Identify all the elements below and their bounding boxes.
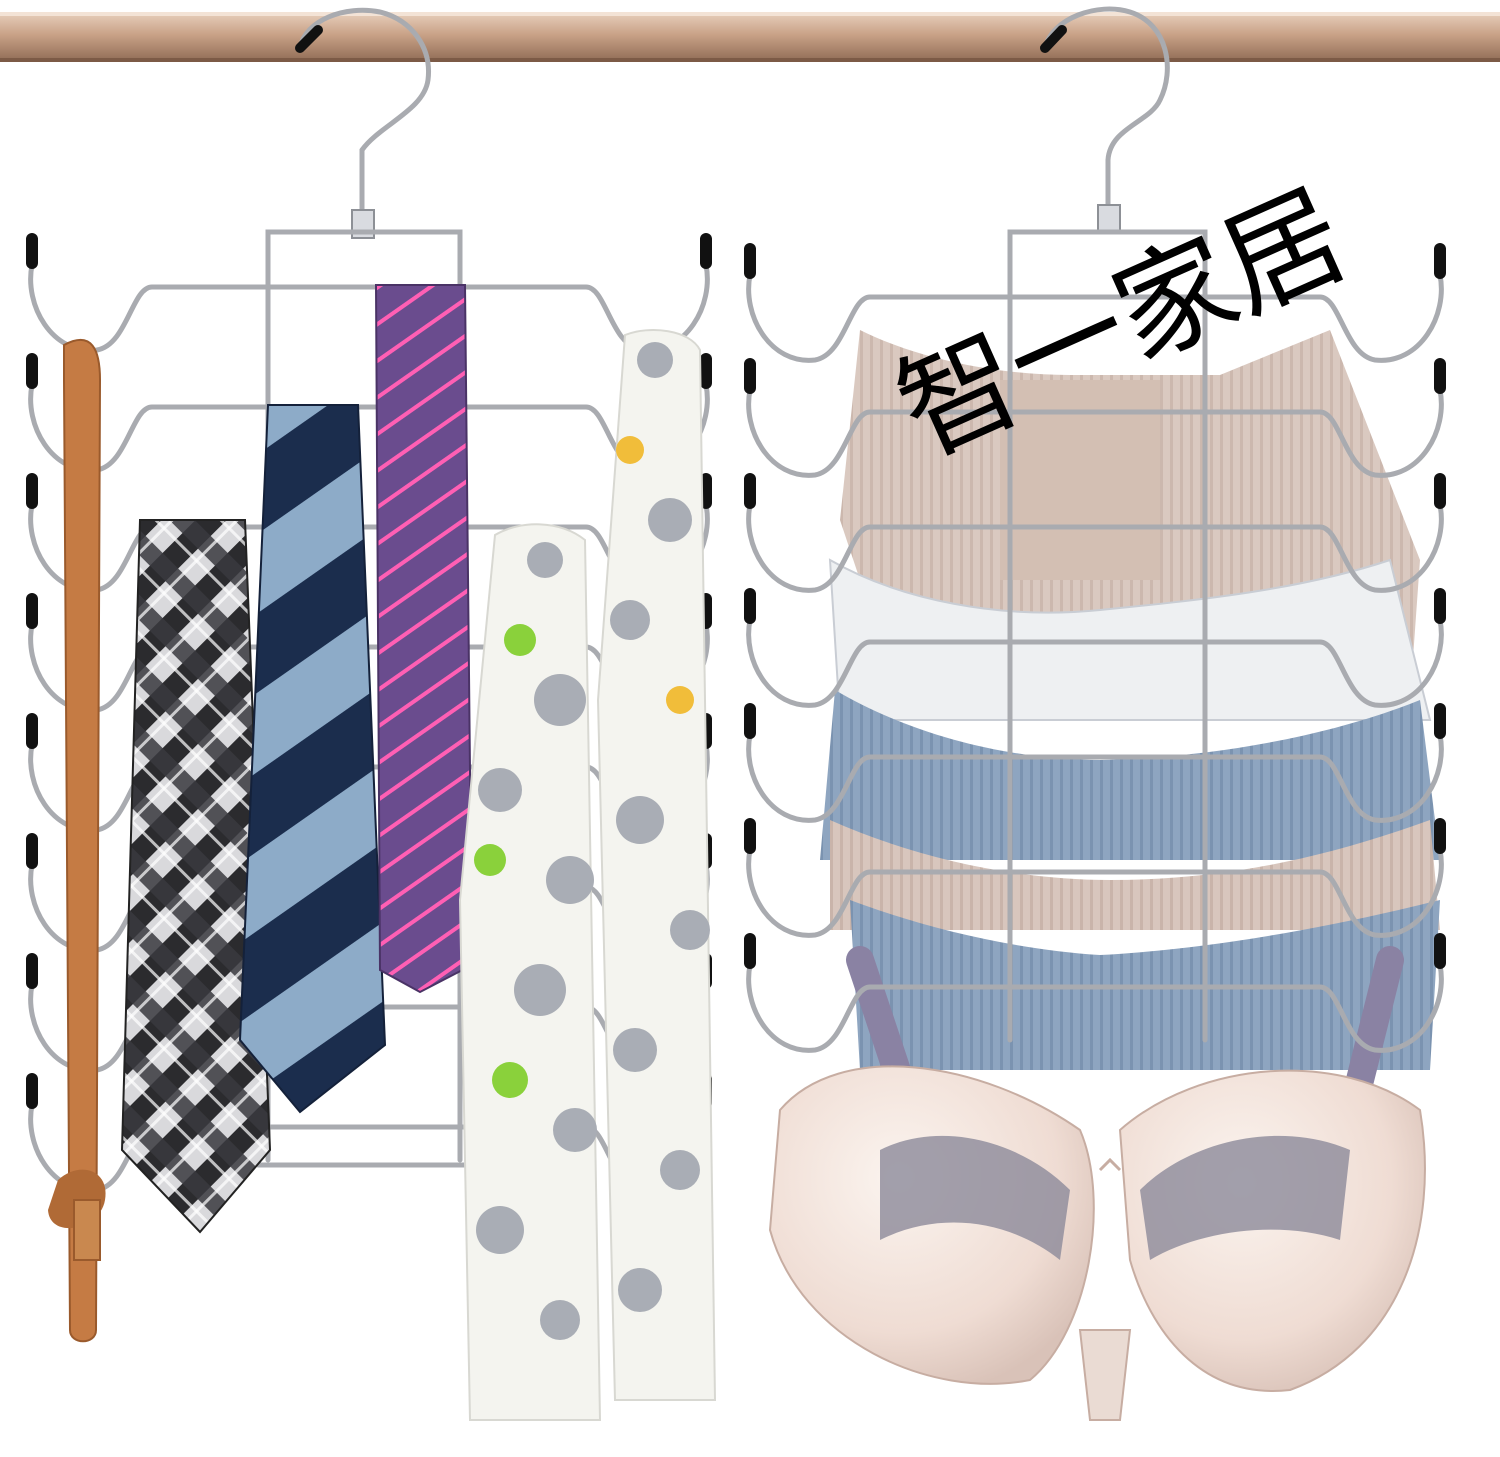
- belt: [48, 339, 106, 1343]
- rubber-tip-icon: [744, 358, 756, 394]
- right-hanger-tiers: [744, 243, 1446, 1053]
- rubber-tip-icon: [744, 703, 756, 739]
- rubber-tip-icon: [26, 593, 38, 629]
- rubber-tip-icon: [744, 588, 756, 624]
- left-hanger-hook-icon: [295, 7, 431, 239]
- left-tier-wire: [28, 502, 710, 593]
- rubber-tip-icon: [26, 833, 38, 869]
- rubber-tip-icon: [744, 818, 756, 854]
- right-tier-wire: [746, 617, 1444, 708]
- rubber-tip-icon: [744, 243, 756, 279]
- plaid-tie: [120, 519, 272, 1234]
- rubber-tip-icon: [26, 233, 38, 269]
- camisole-stack: [820, 330, 1440, 1070]
- rubber-tip-icon: [26, 953, 38, 989]
- left-tier-wire: [28, 262, 710, 353]
- bra: [768, 946, 1426, 1421]
- rubber-tip-icon: [26, 353, 38, 389]
- rubber-tip-icon: [744, 933, 756, 969]
- rubber-tip-icon: [26, 473, 38, 509]
- right-tier-wire: [746, 502, 1444, 593]
- rubber-tip-icon: [1434, 703, 1446, 739]
- rubber-tip-icon: [744, 473, 756, 509]
- rubber-tip-icon: [700, 353, 712, 389]
- rubber-tip-icon: [1434, 358, 1446, 394]
- right-tier-wire: [746, 387, 1444, 478]
- rubber-tip-icon: [26, 713, 38, 749]
- rubber-tip-icon: [1434, 588, 1446, 624]
- right-tier-wire: [746, 732, 1444, 823]
- left-tier-wire: [28, 382, 710, 473]
- rubber-tip-icon: [1434, 818, 1446, 854]
- purple-striped-tie: [374, 284, 474, 994]
- scarf-green-gray: [458, 523, 602, 1421]
- right-tier-wire: [746, 272, 1444, 363]
- rubber-tip-icon: [26, 1073, 38, 1109]
- right-tier-wire: [746, 847, 1444, 938]
- closet-rod: [0, 12, 1500, 62]
- right-tier-wire: [746, 962, 1444, 1053]
- rubber-tip-icon: [700, 233, 712, 269]
- right-hanger-frame: [1007, 229, 1208, 1043]
- rubber-tip-icon: [1434, 243, 1446, 279]
- scarf-yellow-gray: [596, 329, 717, 1401]
- navy-striped-tie: [238, 404, 387, 1114]
- rubber-tip-icon: [1434, 933, 1446, 969]
- rubber-tip-icon: [1434, 473, 1446, 509]
